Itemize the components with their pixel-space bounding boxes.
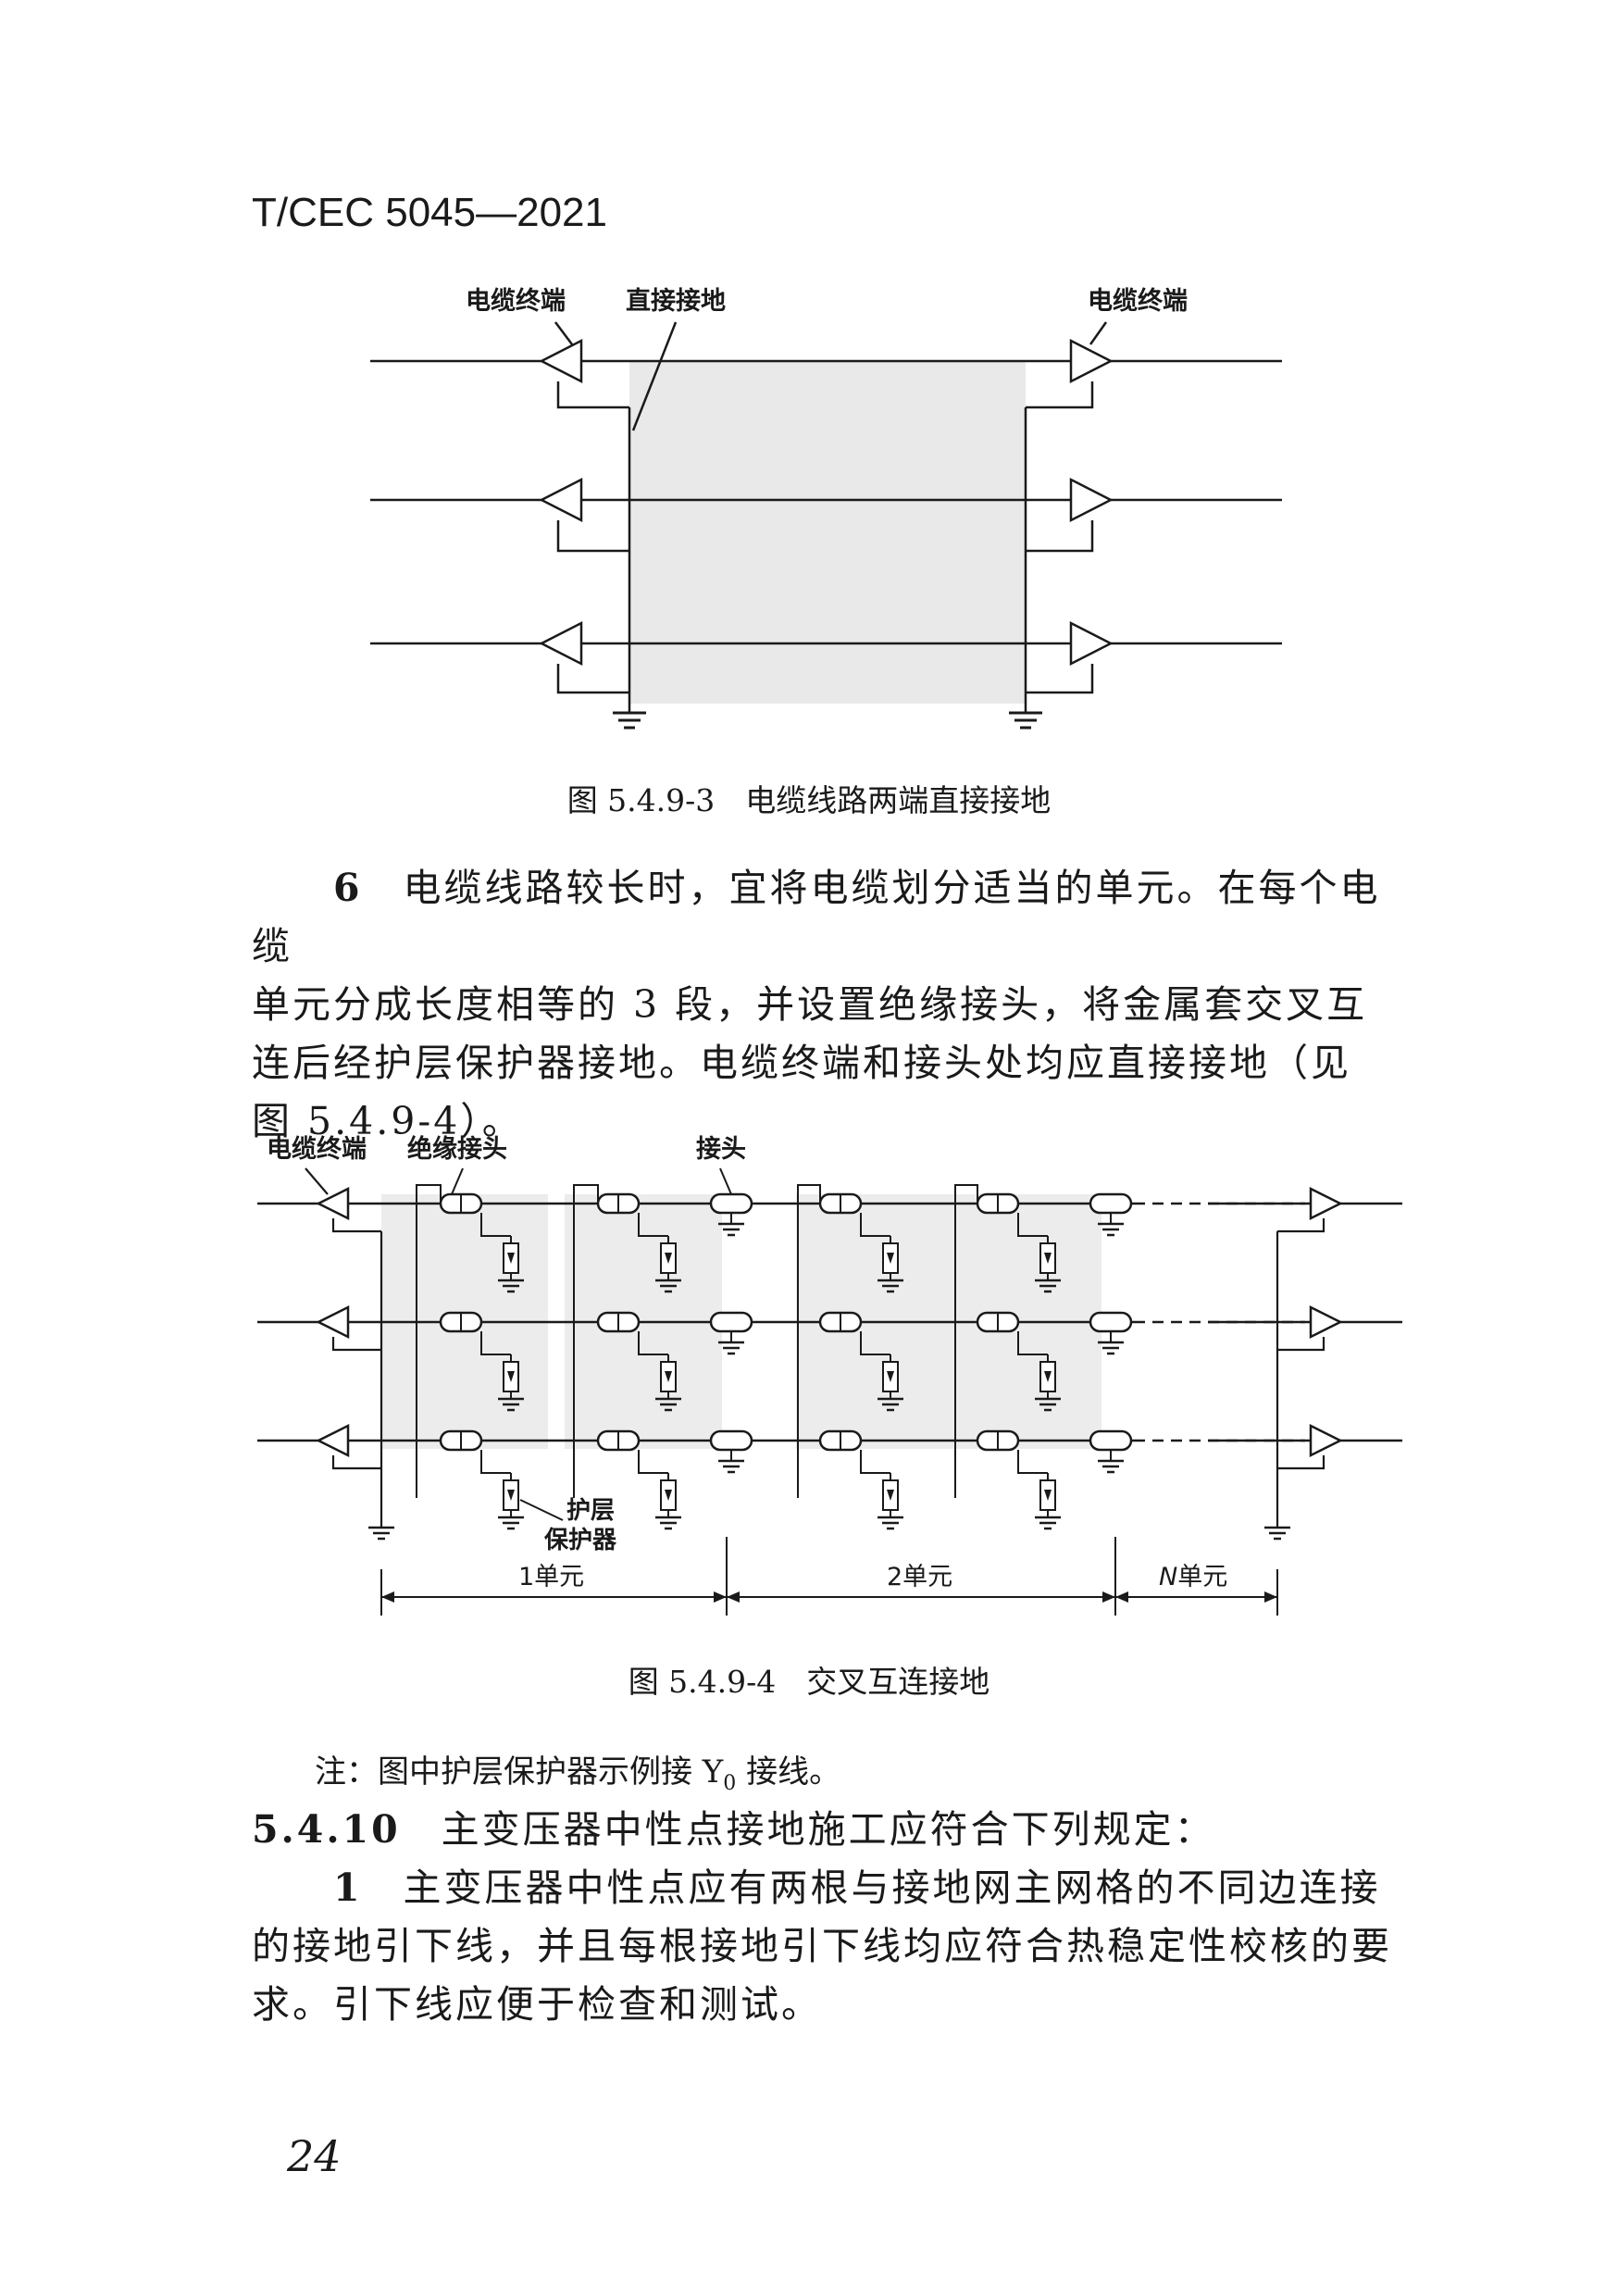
item-number: 1 bbox=[333, 1866, 363, 1910]
label-unit-2: 2单元 bbox=[887, 1563, 952, 1591]
cable-terminal-icon bbox=[1069, 477, 1114, 523]
label-unit-1: 1单元 bbox=[518, 1563, 584, 1591]
paragraph-line: 单元分成长度相等的 3 段，并设置绝缘接头，将金属套交叉互 bbox=[252, 982, 1368, 1027]
note: 注：图中护层保护器示例接 Y0 接线。 bbox=[315, 1753, 841, 1795]
paragraph-line: 1 主变压器中性点应有两根与接地网主网格的不同边连接 bbox=[333, 1866, 1381, 1910]
clause-5-4-10: 5.4.10 主变压器中性点接地施工应符合下列规定： 1 主变压器中性点应有两根… bbox=[252, 1801, 1400, 2034]
label-protector-2: 保护器 bbox=[543, 1527, 617, 1554]
paragraph-line: 的接地引下线，并且每根接地引下线均应符合热稳定性校核的要 bbox=[252, 1924, 1392, 1968]
paragraph-line: 图 5.4.9-4）。 bbox=[252, 1099, 523, 1143]
label-protector-1: 护层 bbox=[566, 1497, 615, 1525]
cable-terminal-icon bbox=[1069, 620, 1114, 667]
cable-shield-region bbox=[629, 361, 1026, 704]
paragraph-line: 6 电缆线路较长时，宜将电缆划分适当的单元。在每个电缆 bbox=[252, 866, 1381, 968]
cable-terminal-icon bbox=[539, 338, 583, 384]
standard-number: T/CEC 5045—2021 bbox=[252, 190, 607, 235]
cable-terminal-icon bbox=[1309, 1304, 1343, 1340]
clause-text: 主变压器中性点接地施工应符合下列规定： bbox=[441, 1807, 1215, 1852]
label-insulating-joint: 绝缘接头 bbox=[407, 1134, 507, 1164]
label-unit-n: N单元 bbox=[1159, 1563, 1227, 1591]
label-terminal-right: 电缆终端 bbox=[1088, 286, 1188, 316]
figure1-caption: 图 5.4.9-3 电缆线路两端直接接地 bbox=[566, 782, 1052, 818]
paragraph-6: 6 电缆线路较长时，宜将电缆划分适当的单元。在每个电缆 单元分成长度相等的 3 … bbox=[252, 859, 1400, 1151]
ground-icon bbox=[367, 1526, 396, 1541]
figure2-caption: 图 5.4.9-4 交叉互连接地 bbox=[628, 1664, 990, 1700]
item-number: 6 bbox=[333, 866, 363, 910]
ground-icon bbox=[1263, 1526, 1292, 1541]
cable-terminal-icon bbox=[539, 620, 583, 667]
figure-direct-grounding: 电缆终端 直接接地 电缆终端 bbox=[370, 286, 1282, 730]
label-direct-ground: 直接接地 bbox=[626, 287, 726, 316]
cable-terminal-icon bbox=[539, 477, 583, 523]
clause-number: 5.4.10 bbox=[252, 1807, 401, 1852]
paragraph-line: 连后经护层保护器接地。电缆终端和接头处均应直接接地（见 bbox=[252, 1041, 1351, 1085]
cable-terminal-icon bbox=[1069, 338, 1114, 384]
cable-terminal-icon bbox=[316, 1304, 350, 1340]
page-number: 24 bbox=[287, 2131, 342, 2181]
label-terminal: 电缆终端 bbox=[267, 1134, 367, 1164]
label-terminal-left: 电缆终端 bbox=[466, 286, 566, 316]
paragraph-line: 求。引下线应便于检查和测试。 bbox=[252, 1982, 822, 2027]
figure-cross-bonding: 电缆终端 绝缘接头 接头 护层 保护器 1单元 2单元 N单元 bbox=[257, 1134, 1402, 1616]
cable-terminal-icon bbox=[1309, 1423, 1343, 1458]
cable-terminal-icon bbox=[1309, 1186, 1343, 1221]
cable-terminal-icon bbox=[316, 1186, 350, 1221]
label-joint: 接头 bbox=[696, 1135, 746, 1164]
cable-terminal-icon bbox=[316, 1423, 350, 1458]
